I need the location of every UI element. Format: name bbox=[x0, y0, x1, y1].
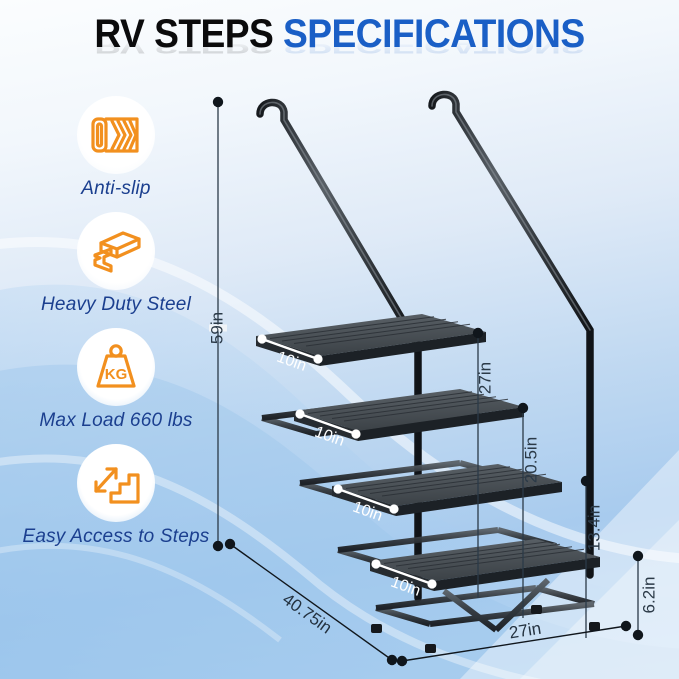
feature-item-heavy-duty-steel: Heavy Duty Steel bbox=[0, 212, 232, 316]
step-tread-4 bbox=[256, 314, 486, 366]
title-part-product: RV STEPS bbox=[94, 12, 284, 56]
dimension-step3-height: 27in bbox=[472, 327, 494, 598]
dimension-step2-height: 20.5in bbox=[517, 402, 540, 618]
anti-slip-mat-icon bbox=[77, 96, 155, 174]
stairs-arrow-icon bbox=[77, 444, 155, 522]
feature-item-easy-access: Easy Access to Steps bbox=[0, 444, 232, 548]
dimension-overall-width: 27in bbox=[396, 619, 632, 667]
feature-label: Heavy Duty Steel bbox=[41, 294, 191, 315]
dimension-label-step1-height: 13.4in bbox=[584, 505, 603, 551]
product-illustration: 59in 27in 20.5in 13.4in bbox=[196, 78, 679, 679]
title-part-specifications: SPECIFICATIONS bbox=[283, 12, 585, 56]
steel-beam-icon bbox=[77, 212, 155, 290]
step-legs-1 bbox=[372, 549, 598, 650]
dimension-step1-height: 13.4in bbox=[580, 475, 603, 638]
dimension-tread-depth-1: 10in bbox=[371, 559, 437, 600]
dimension-label-step3-height: 27in bbox=[475, 362, 494, 394]
feature-item-max-load: KG Max Load 660 lbs bbox=[0, 328, 232, 432]
dimension-label-step2-height: 20.5in bbox=[521, 437, 540, 483]
dimension-base-height: 6.2in bbox=[632, 550, 658, 641]
dimension-label-overall-height: 59in bbox=[207, 312, 226, 344]
feature-list: Anti-slip Heavy Duty Steel bbox=[0, 96, 232, 560]
kg-weight-icon: KG bbox=[77, 328, 155, 406]
dimension-overall-height: 59in bbox=[207, 96, 227, 552]
page-title: RV STEPS SPECIFICATIONS bbox=[0, 14, 679, 54]
dimension-label-base-height: 6.2in bbox=[639, 577, 658, 614]
svg-text:KG: KG bbox=[105, 366, 128, 383]
feature-label: Anti-slip bbox=[81, 178, 151, 199]
step-braces-1 bbox=[375, 577, 595, 633]
foot-pads bbox=[371, 605, 600, 653]
feature-label: Max Load 660 lbs bbox=[39, 410, 193, 431]
feature-label: Easy Access to Steps bbox=[22, 526, 210, 547]
step-tread-2 bbox=[332, 464, 562, 516]
dimension-label-overall-width: 27in bbox=[508, 619, 543, 643]
dimension-tread-depth-3: 10in bbox=[295, 409, 361, 450]
feature-item-anti-slip: Anti-slip bbox=[0, 96, 232, 200]
